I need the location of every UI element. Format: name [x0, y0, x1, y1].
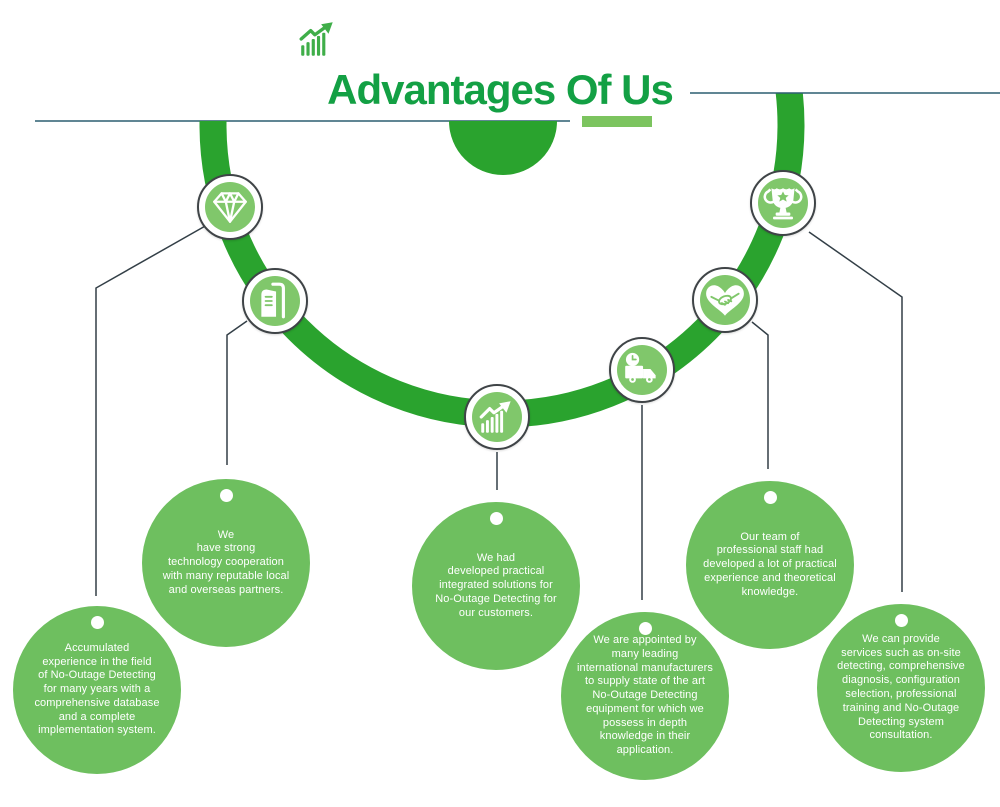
- center-semicircle: [449, 121, 557, 175]
- connector-6: [808, 231, 903, 592]
- tag-hole: [763, 491, 777, 504]
- arc-node-solutions: [464, 384, 530, 450]
- handshake-heart-icon: [700, 275, 750, 325]
- tag-hole: [219, 489, 233, 502]
- tag-hole: [489, 512, 503, 525]
- tag-hole: [894, 614, 908, 627]
- arc-node-quality: [197, 174, 263, 240]
- connector-2: [226, 320, 248, 465]
- advantage-tag-3: We had developed practical integrated so…: [412, 502, 580, 670]
- tag-text-5: Our team of professional staff had devel…: [703, 530, 837, 598]
- growth-chart-icon: [299, 22, 333, 56]
- tag-text-3: We had developed practical integrated so…: [435, 551, 557, 619]
- tag-text-4: We are appointed by many leading interna…: [577, 633, 713, 757]
- arc-node-team: [692, 267, 758, 333]
- page-title: Advantages Of Us: [327, 66, 674, 113]
- tag-hole: [90, 616, 104, 629]
- growth-chart-icon: [472, 392, 522, 442]
- tag-text-6: We can provide services such as on-site …: [837, 632, 965, 742]
- arc-node-supply: [609, 337, 675, 403]
- advantage-tag-6: We can provide services such as on-site …: [817, 604, 985, 772]
- tag-text-1: Accumulated experience in the field of N…: [34, 641, 160, 737]
- advantage-tag-1: Accumulated experience in the field of N…: [13, 606, 181, 774]
- title-underline: [582, 116, 652, 127]
- tag-hole: [638, 622, 652, 635]
- tag-text-2: We have strong technology cooperation wi…: [162, 528, 290, 596]
- advantage-tag-2: We have strong technology cooperation wi…: [142, 479, 310, 647]
- advantage-arc: [199, 93, 805, 428]
- trophy-icon: [758, 178, 808, 228]
- diamond-icon: [205, 182, 255, 232]
- connector-5: [751, 321, 769, 469]
- arc-node-award: [750, 170, 816, 236]
- building-icon: [250, 276, 300, 326]
- connector-lines: [95, 224, 903, 600]
- arc-node-company: [242, 268, 308, 334]
- delivery-truck-icon: [617, 345, 667, 395]
- connector-1: [95, 224, 208, 596]
- advantage-tag-5: Our team of professional staff had devel…: [686, 481, 854, 649]
- advantage-tag-4: We are appointed by many leading interna…: [561, 612, 729, 780]
